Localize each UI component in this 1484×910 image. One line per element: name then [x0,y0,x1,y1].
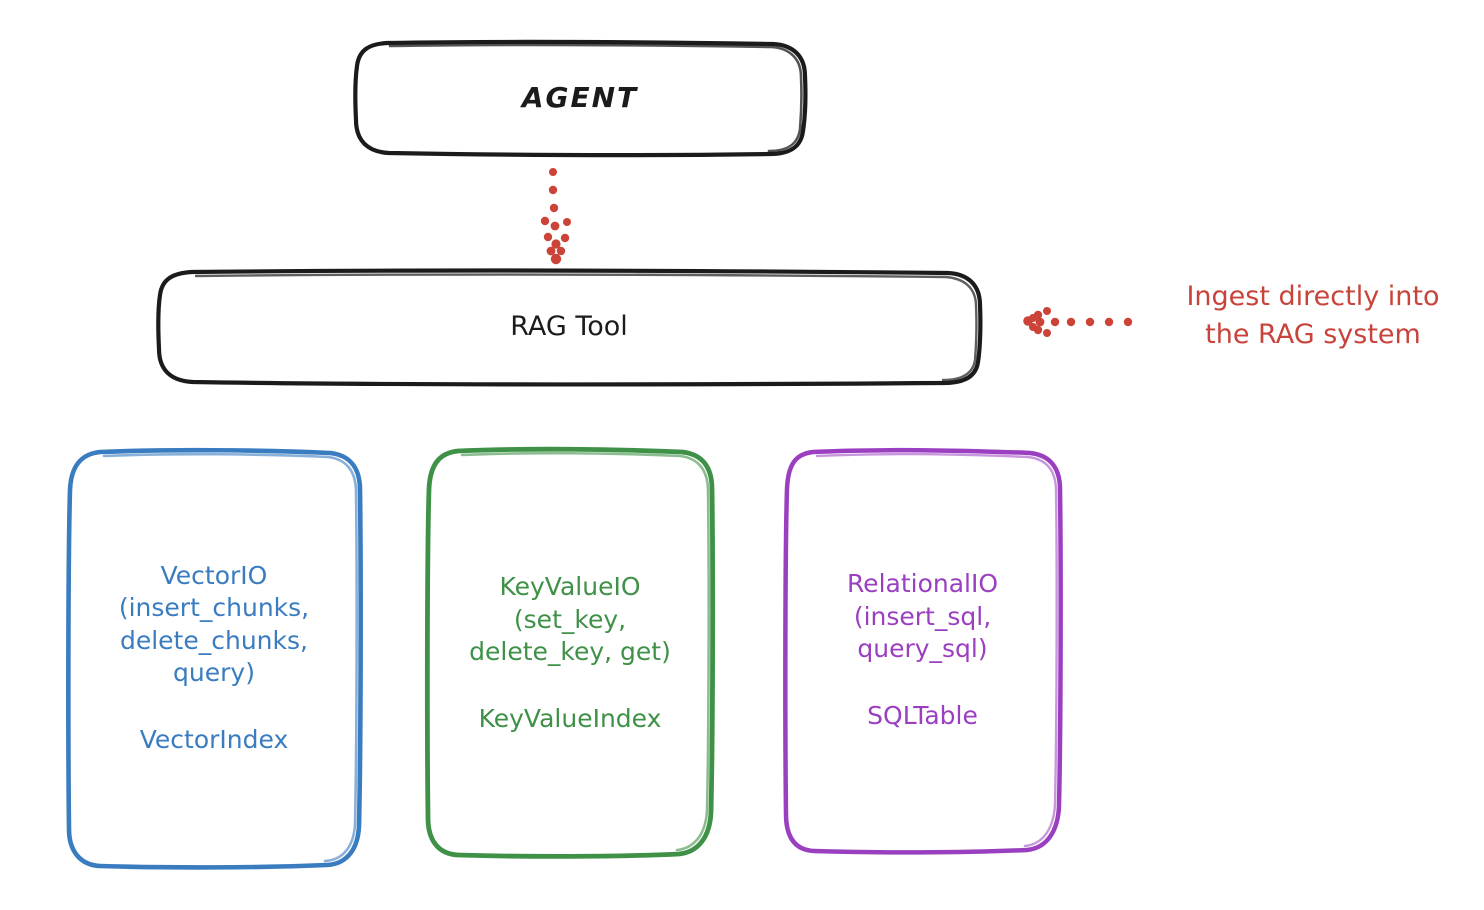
sql-table-label: SQLTable [867,700,978,730]
vector-io-node[interactable]: VectorIO (insert_chunks, delete_chunks, … [68,450,360,866]
rag-tool-node[interactable]: RAG Tool [158,271,980,383]
vector-io-api-label: VectorIO (insert_chunks, delete_chunks, … [118,560,310,688]
key-value-io-api-label: KeyValueIO (set_key, delete_key, get) [469,572,671,666]
agent-to-rag-tool-connector [540,168,571,265]
rag-tool-label: RAG Tool [510,310,628,342]
vector-index-label: VectorIndex [139,724,289,754]
agent-label: AGENT [521,81,639,115]
key-value-index-label: KeyValueIndex [478,703,662,733]
ingest-annotation-connector [1023,307,1133,337]
agent-node[interactable]: AGENT [355,42,805,154]
key-value-io-node[interactable]: KeyValueIO (set_key, delete_key, get) Ke… [428,450,712,856]
ingest-annotation-label: Ingest directly into the RAG system [1186,281,1440,351]
relational-io-node[interactable]: RelationalIO (insert_sql, query_sql) SQL… [785,450,1060,850]
relational-io-api-label: RelationalIO (insert_sql, query_sql) [846,569,999,663]
